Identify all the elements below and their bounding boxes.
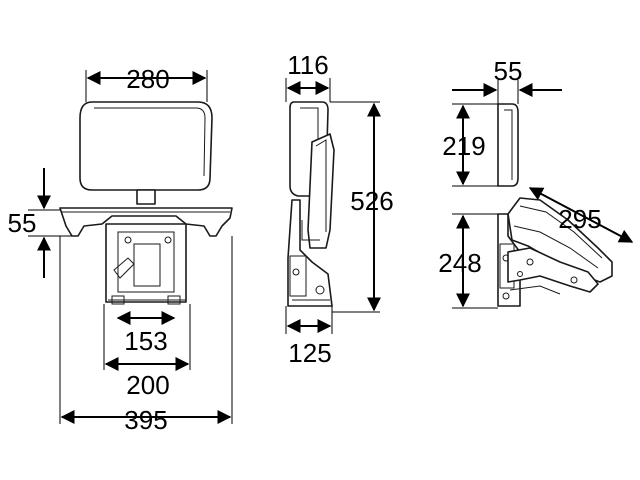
dim-200: 200 [126,370,169,400]
dim-55-front: 55 [8,208,37,238]
dim-526: 526 [350,186,393,216]
dim-395: 395 [124,405,167,435]
front-mechanism [105,223,187,303]
front-backrest [79,101,213,191]
front-view: 280 55 153 200 395 [8,64,233,435]
dim-295: 295 [558,204,601,234]
dim-55-folded: 55 [494,56,523,86]
side-folded-seat [307,133,335,249]
front-seat-pan [59,207,233,237]
dim-280: 280 [126,64,169,94]
folded-view: 55 219 248 295 [438,56,634,309]
dim-line-295 [528,187,634,243]
dim-248: 248 [438,248,481,278]
side-view: 116 526 125 [285,50,394,368]
dim-125: 125 [288,338,331,368]
front-backrest-post [136,189,156,205]
folded-backrest [497,103,519,187]
side-base-frame [287,199,333,307]
dim-153: 153 [124,326,167,356]
dim-116: 116 [287,50,328,80]
dim-219: 219 [442,131,485,161]
